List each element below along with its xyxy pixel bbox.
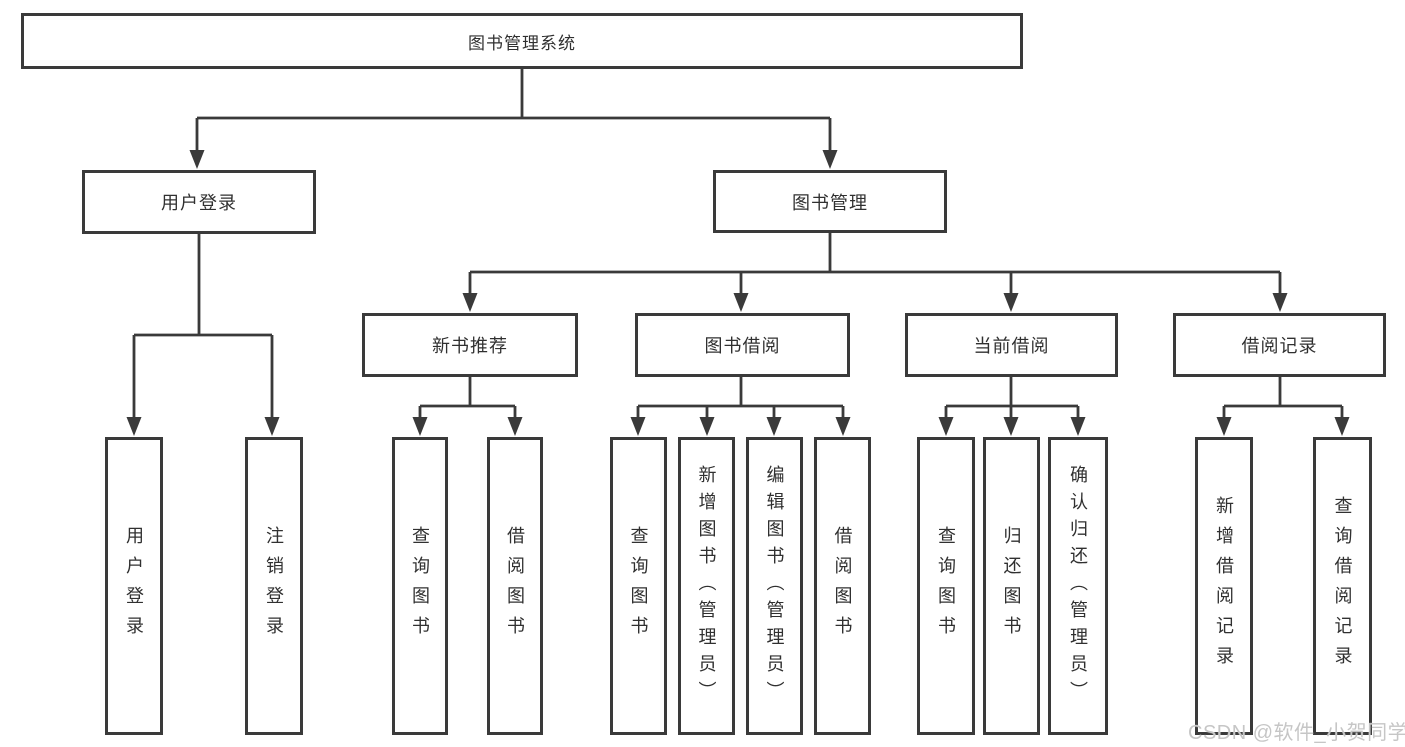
node-borrow-records-label: 借阅记录: [1241, 336, 1318, 356]
leaf-borrow-books: 借阅图书: [814, 437, 871, 735]
node-current-borrow: 当前借阅: [905, 313, 1118, 377]
leaf-user-login: 用户登录: [105, 437, 163, 735]
leaf-add-book-admin-label: 新增图书（管理员）: [696, 464, 717, 708]
leaf-query-books-borrow: 查询图书: [610, 437, 667, 735]
leaf-query-borrow-record: 查询借阅记录: [1313, 437, 1372, 735]
leaf-logout: 注销登录: [245, 437, 303, 735]
leaf-confirm-return-admin-label: 确认归还（管理员）: [1068, 464, 1088, 708]
node-new-book-recommend-label: 新书推荐: [432, 336, 508, 356]
leaf-return-book: 归还图书: [983, 437, 1040, 735]
node-borrow-records: 借阅记录: [1173, 313, 1386, 377]
leaf-query-books-current-label: 查询图书: [936, 526, 956, 646]
leaf-edit-book-admin-label: 编辑图书（管理员）: [764, 464, 785, 708]
leaf-borrow-books-label: 借阅图书: [832, 526, 853, 646]
leaf-query-books-recommend-label: 查询图书: [410, 526, 430, 646]
node-user-login-label: 用户登录: [161, 193, 237, 213]
leaf-add-borrow-record: 新增借阅记录: [1195, 437, 1253, 735]
leaf-query-books-borrow-label: 查询图书: [628, 526, 649, 646]
node-root-label: 图书管理系统: [468, 33, 576, 53]
node-book-borrow-label: 图书借阅: [704, 336, 781, 356]
leaf-borrow-books-recommend-label: 借阅图书: [505, 526, 525, 646]
node-book-management-label: 图书管理: [792, 192, 868, 213]
leaf-confirm-return-admin: 确认归还（管理员）: [1048, 437, 1108, 735]
node-book-borrow: 图书借阅: [635, 313, 850, 377]
leaf-borrow-books-recommend: 借阅图书: [487, 437, 543, 735]
leaf-return-book-label: 归还图书: [1001, 526, 1022, 646]
leaf-query-books-recommend: 查询图书: [392, 437, 448, 735]
node-user-login: 用户登录: [82, 170, 316, 234]
leaf-add-borrow-record-label: 新增借阅记录: [1214, 496, 1234, 676]
leaf-edit-book-admin: 编辑图书（管理员）: [746, 437, 803, 735]
node-book-management: 图书管理: [713, 170, 947, 233]
leaf-add-book-admin: 新增图书（管理员）: [678, 437, 735, 735]
node-root: 图书管理系统: [21, 13, 1023, 69]
leaf-user-login-label: 用户登录: [124, 526, 144, 646]
node-current-borrow-label: 当前借阅: [973, 336, 1050, 356]
csdn-watermark: CSDN @软件_小贺同学: [1188, 722, 1405, 744]
node-new-book-recommend: 新书推荐: [362, 313, 578, 377]
leaf-query-books-current: 查询图书: [917, 437, 975, 735]
leaf-logout-label: 注销登录: [264, 526, 284, 646]
leaf-query-borrow-record-label: 查询借阅记录: [1332, 496, 1353, 676]
